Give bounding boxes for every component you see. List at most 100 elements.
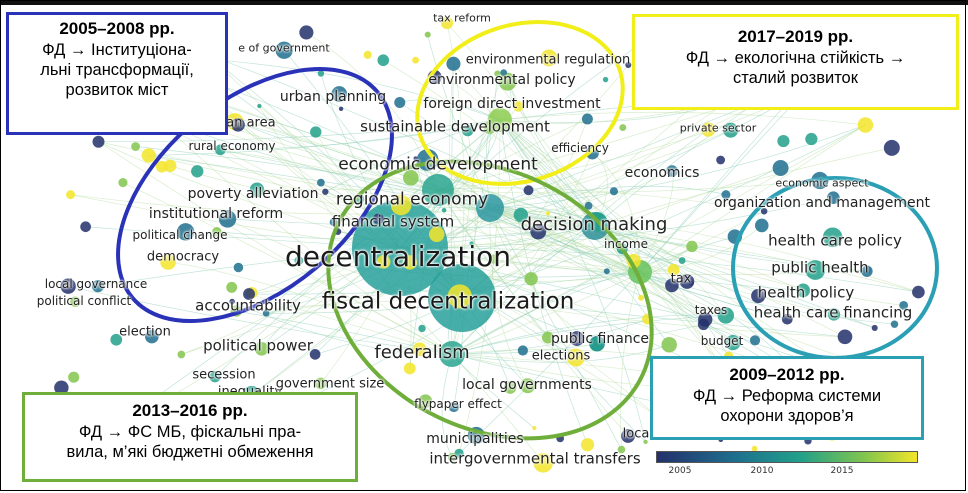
term-label: economics (624, 165, 700, 181)
network-node (822, 227, 843, 248)
legend-tick: 2010 (750, 466, 774, 476)
network-edge (98, 141, 453, 355)
network-edge (594, 225, 904, 306)
term-label: budget (700, 334, 744, 348)
network-node (602, 76, 609, 83)
network-node (390, 194, 412, 216)
network-node (566, 348, 585, 367)
network-edge (639, 170, 674, 273)
term-label: rural economy (188, 139, 276, 153)
year-gradient-bar (656, 451, 918, 463)
network-node (60, 278, 76, 294)
network-node (805, 260, 826, 280)
network-node (666, 165, 678, 177)
network-node (131, 142, 141, 151)
network-edge (265, 189, 439, 314)
callout-period: 2017–2019 рр. (737, 27, 854, 46)
network-edge (251, 207, 491, 396)
network-node (754, 218, 769, 233)
network-node (316, 178, 325, 187)
network-edge (206, 54, 596, 227)
network-edge (399, 247, 919, 293)
network-node (145, 329, 159, 344)
network-nodes (54, 16, 925, 473)
callout-text-line: сталий розвиток (733, 68, 858, 87)
network-node (581, 113, 593, 125)
term-label: health care financing (753, 303, 913, 322)
network-node (796, 283, 811, 298)
term-label: political conflict (36, 294, 132, 308)
term-label: financial system (331, 212, 455, 231)
term-label: economic aspect (775, 176, 869, 190)
network-edge (489, 207, 641, 273)
network-node (621, 428, 636, 443)
network-node (625, 61, 632, 68)
term-label: urban planning (279, 89, 387, 105)
network-edge (248, 293, 453, 355)
network-node (317, 70, 325, 77)
network-node (352, 200, 448, 296)
network-node (413, 156, 418, 161)
term-label: secession (192, 367, 256, 383)
network-node (294, 256, 304, 265)
network-node (483, 121, 496, 134)
network-edge (251, 207, 491, 396)
network-edge (168, 261, 453, 355)
cluster-2013-ellipse (326, 159, 654, 441)
callout-text-line: вила, м’які бюджетні обмеження (66, 442, 314, 461)
network-node (667, 263, 680, 276)
network-edge (620, 271, 641, 450)
term-label: private sector (679, 121, 757, 135)
network-edge (451, 324, 704, 355)
network-node (402, 169, 419, 186)
network-edge (68, 285, 453, 355)
network-node (441, 207, 447, 213)
network-edge (461, 297, 846, 338)
network-edge (594, 225, 919, 293)
term-label: income (604, 237, 648, 251)
term-label: federalism (374, 342, 470, 363)
cluster-2017-ellipse (415, 20, 625, 186)
term-label: tax reform (433, 11, 491, 25)
network-node (412, 342, 427, 357)
network-node (585, 146, 599, 160)
network-edge (441, 353, 453, 458)
network-node (338, 106, 344, 112)
network-node (520, 378, 536, 394)
network-node (309, 349, 321, 360)
term-label: flypaper effect (414, 397, 502, 411)
network-node (160, 254, 176, 270)
term-label: fiscal decentralization (321, 288, 575, 315)
network-node (394, 96, 406, 109)
term-label: sustainable development (360, 117, 550, 136)
network-edge (135, 146, 439, 191)
network-node (751, 445, 758, 452)
network-node (68, 371, 80, 383)
term-label: elections (531, 348, 591, 364)
network-node (439, 341, 465, 367)
network-node (665, 278, 679, 293)
network-node (92, 135, 105, 148)
network-edge (98, 119, 501, 143)
term-label: election (119, 324, 171, 340)
network-node (899, 300, 909, 310)
network-node (717, 307, 734, 324)
term-label: environmental policy (428, 72, 576, 88)
callout-2009-2012: 2009–2012 рр. ФД → Реформа системи охоро… (650, 356, 924, 440)
network-node (686, 240, 698, 253)
network-node (275, 41, 293, 59)
network-node (254, 342, 269, 356)
network-node (661, 337, 677, 353)
network-node (454, 448, 464, 459)
network-edge (437, 180, 820, 194)
network-edge (259, 105, 453, 355)
network-edge (122, 182, 453, 355)
network-node (233, 262, 244, 273)
network-node (418, 324, 426, 333)
network-node (322, 188, 329, 195)
network-edge (399, 102, 596, 227)
term-label: loca (622, 426, 650, 442)
network-node (524, 272, 538, 286)
